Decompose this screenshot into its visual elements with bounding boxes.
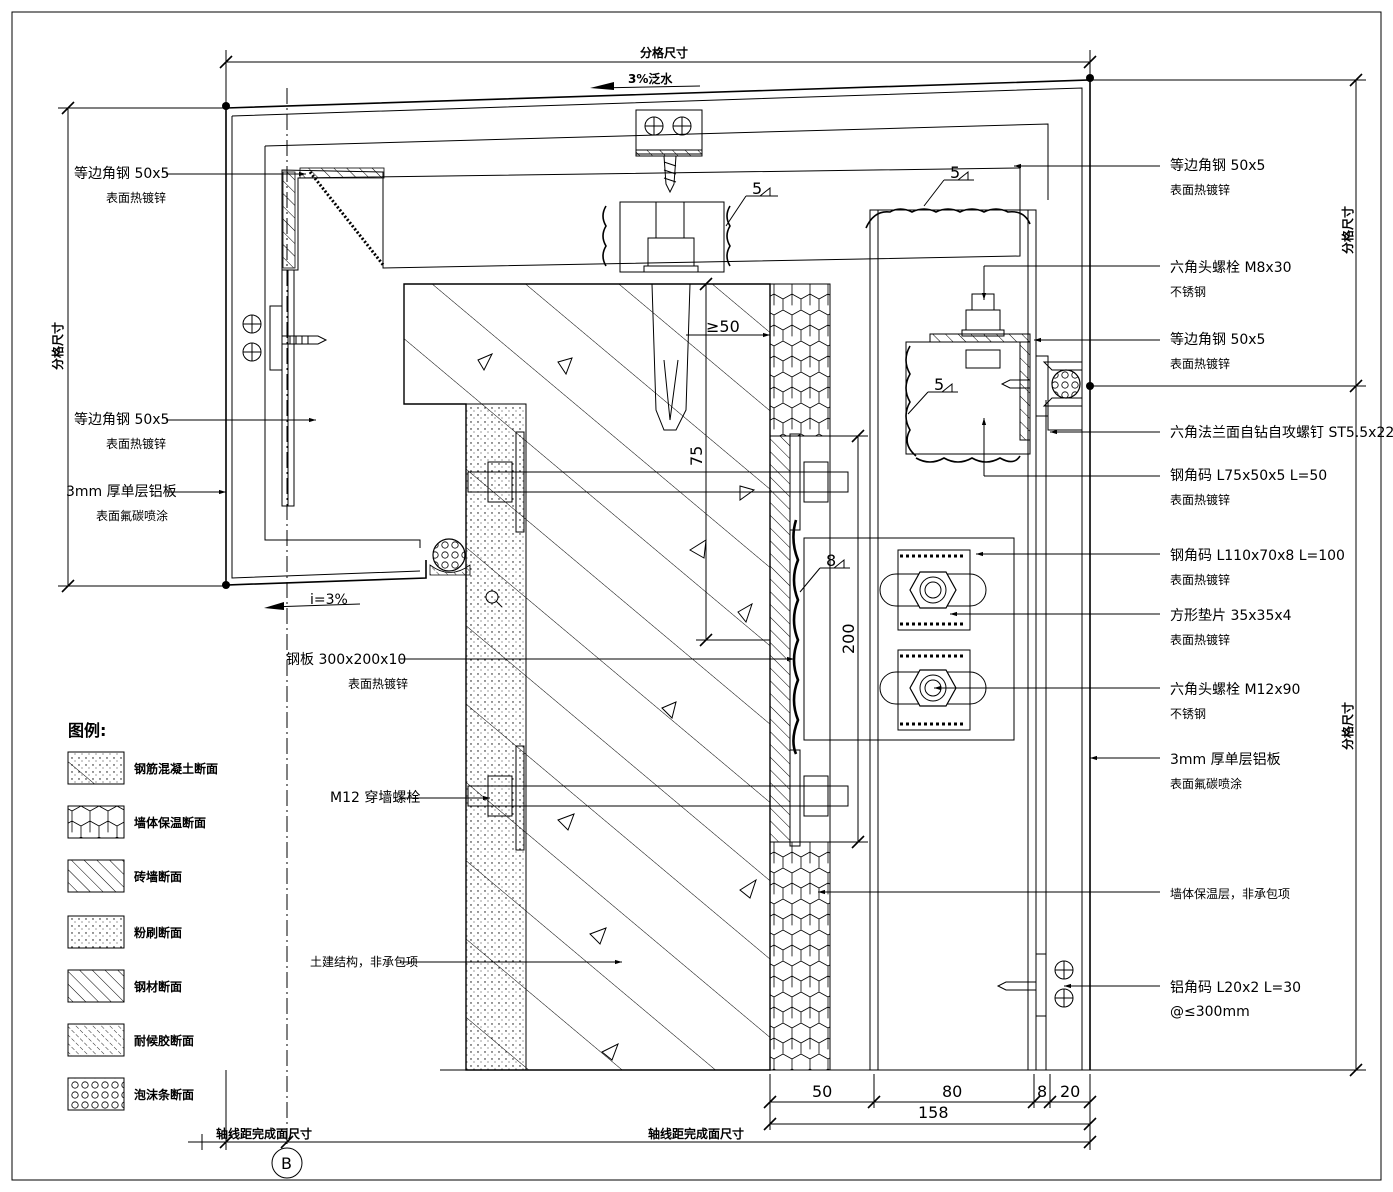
right-label-3-line1: 等边角钢 50x5 (1170, 331, 1265, 348)
steel-plate (769, 435, 831, 843)
legend-swatch-brick (67, 859, 125, 893)
right-label-9-line1: 3mm 厚单层铝板 (1170, 752, 1281, 768)
right-dimension-label-upper: 分格尺寸 (1340, 206, 1355, 254)
dim-75-label: 75 (687, 446, 706, 466)
legend-swatch-sealant (67, 1023, 125, 1057)
insulation-layer (769, 283, 831, 1071)
weld-symbol-2 (923, 170, 974, 207)
panel-joint-right (1035, 355, 1083, 431)
right-label-5-line2: 表面热镀锌 (1170, 493, 1230, 507)
concrete-structure (403, 283, 771, 1071)
legend-swatch-foam (67, 1077, 125, 1111)
top-slope-label: 3%泛水 (628, 71, 673, 86)
bottom-dim-8: 8 (1037, 1082, 1047, 1101)
legend-item-label-1: 钢筋混凝土断面 (134, 761, 218, 776)
bottom-dim-50: 50 (812, 1082, 832, 1101)
panel-subframe (264, 123, 1049, 548)
right-label-1-line1: 等边角钢 50x5 (1170, 157, 1265, 174)
left-label-2-line1: 等边角钢 50x5 (74, 411, 169, 428)
anchor-bracket-top (602, 109, 731, 431)
bottom-label-left: 轴线距完成面尺寸 (216, 1126, 312, 1141)
legend-item-label-4: 粉刷断面 (134, 925, 182, 940)
dim-75-line (696, 277, 770, 647)
weld-label-1: 5 (752, 179, 762, 198)
right-label-8-line2: 不锈钢 (1170, 707, 1206, 721)
bottom-dim-total: 158 (918, 1103, 949, 1122)
axis-label: B (281, 1154, 292, 1173)
legend-swatch-insulation (67, 805, 125, 839)
left-label-5-line1: M12 穿墙螺栓 (330, 790, 420, 806)
right-label-9-line2: 表面氟碳喷涂 (1170, 776, 1242, 791)
legend-swatch-steel (67, 969, 125, 1003)
left-dimension-label: 分格尺寸 (50, 322, 65, 370)
legend-item-label-7: 泡沫条断面 (134, 1087, 194, 1102)
left-label-6-line1: 土建结构，非承包项 (310, 954, 418, 969)
bottom-dim-80: 80 (942, 1082, 962, 1101)
aluminium-angle-bottom (996, 953, 1074, 1017)
right-dimension-label-lower: 分格尺寸 (1340, 702, 1355, 750)
right-label-10-line1: 墙体保温层，非承包项 (1170, 887, 1290, 901)
right-label-1-line2: 表面热镀锌 (1170, 183, 1230, 197)
bottom-dimension-chain (763, 1074, 1097, 1131)
right-label-8-line1: 六角头螺栓 M12x90 (1170, 682, 1300, 698)
drawing-frame (11, 11, 1382, 1181)
weld-symbol-4 (799, 558, 850, 593)
legend-item-label-6: 耐候胶断面 (134, 1033, 194, 1048)
left-slope-arrow (264, 602, 361, 610)
bracket-l110 (803, 537, 1015, 741)
slope-arrow (590, 82, 701, 90)
right-label-5-line1: 钢角码 L75x50x5 L=50 (1170, 468, 1327, 484)
right-label-7-line2: 表面热镀锌 (1170, 633, 1230, 647)
bottom-axis-dimension (188, 1070, 1097, 1150)
weld-label-3: 5 (934, 375, 944, 394)
left-label-3-line1: 3mm 厚单层铝板 (66, 484, 177, 500)
right-label-2-line1: 六角头螺栓 M8x30 (1170, 260, 1292, 276)
legend-title: 图例: (68, 721, 106, 740)
left-leaders (166, 171, 794, 965)
top-dimension-label: 分格尺寸 (640, 45, 688, 60)
dim-200-line (830, 429, 868, 849)
right-dimension-line (1090, 73, 1366, 1077)
bottom-dim-20: 20 (1060, 1082, 1080, 1101)
weld-label-4: 8 (826, 551, 836, 570)
legend-item-label-5: 钢材断面 (134, 979, 182, 994)
legend-swatch-plaster (67, 915, 125, 949)
weld-label-2: 5 (950, 163, 960, 182)
right-label-7-line1: 方形垫片 35x35x4 (1170, 608, 1292, 624)
backer-rod-left (429, 538, 471, 576)
left-label-1-line1: 等边角钢 50x5 (74, 165, 169, 182)
bottom-label-middle: 轴线距完成面尺寸 (648, 1126, 744, 1141)
left-label-2-line2: 表面热镀锌 (106, 437, 166, 451)
dim-200-label: 200 (839, 623, 858, 654)
left-slope-label: i=3% (310, 592, 348, 608)
legend-item-label-3: 砖墙断面 (134, 869, 182, 884)
weld-symbol-1 (725, 186, 778, 227)
left-label-4-line2: 表面热镀锌 (348, 677, 408, 691)
legend-item-label-2: 墙体保温断面 (134, 815, 206, 830)
right-label-4-line1: 六角法兰面自钻自攻螺钉 ST5.5x22 (1170, 425, 1393, 441)
right-leaders (818, 163, 1160, 989)
left-dimension-line (58, 101, 226, 593)
right-label-11-line1: 铝角码 L20x2 L=30 (1170, 980, 1301, 996)
right-label-11-line2: @≤300mm (1170, 1004, 1250, 1020)
left-steel-angle (242, 269, 328, 507)
left-label-4-line1: 钢板 300x200x10 (286, 652, 406, 668)
right-label-6-line2: 表面热镀锌 (1170, 573, 1230, 587)
weld-symbol-3 (907, 382, 958, 415)
left-label-1-line2: 表面热镀锌 (106, 191, 166, 205)
right-label-2-line2: 不锈钢 (1170, 285, 1206, 299)
right-label-6-line1: 钢角码 L110x70x8 L=100 (1170, 548, 1345, 564)
top-dimension-line (219, 50, 1097, 108)
right-label-3-line2: 表面热镀锌 (1170, 357, 1230, 371)
bracket-l75 (905, 293, 1031, 463)
left-label-3-line2: 表面氟碳喷涂 (96, 508, 168, 523)
axis-line (271, 88, 303, 1179)
legend-swatches (67, 751, 125, 1111)
top-steel-angle (281, 167, 1021, 271)
dim-50-label: ≥50 (706, 317, 740, 336)
